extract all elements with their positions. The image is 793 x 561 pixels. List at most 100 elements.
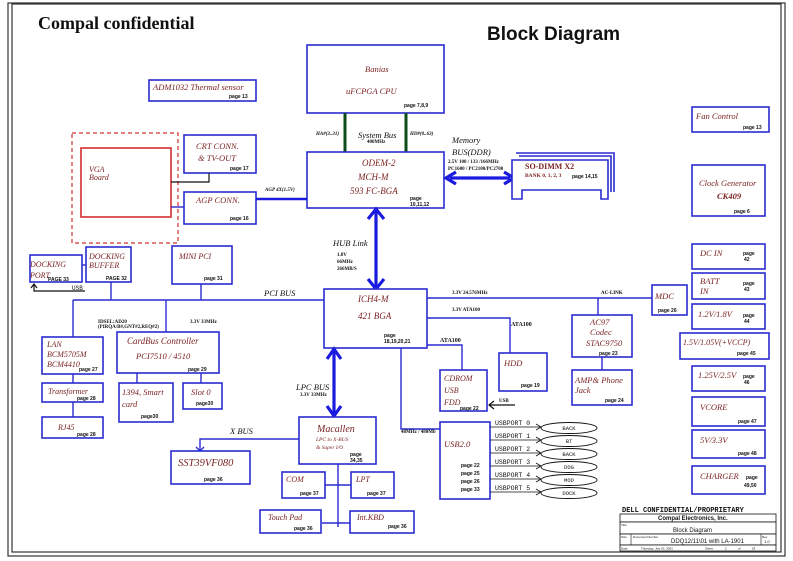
intkbd-label: Int.KBD — [356, 513, 384, 522]
idsel-label: IDSEL:AD20 — [98, 320, 127, 325]
usb-target-label: DOCK — [562, 490, 576, 497]
batt-page-label: page — [743, 281, 755, 287]
mini-pci-block[interactable]: MINI PCI page 31 — [171, 245, 233, 285]
flash-rom-block[interactable]: SST39VF080 page 36 — [170, 450, 251, 485]
v5-regulator-block[interactable]: 5V/3.3V page 48 — [691, 429, 766, 459]
fan-label: Fan Control — [695, 111, 739, 121]
vcore-label: VCORE — [700, 402, 728, 412]
v125-page-number: 46 — [744, 380, 750, 386]
rj45-block[interactable]: RJ45 page 28 — [41, 416, 104, 439]
usb-port-row[interactable]: USBPORT 5 DOCK — [490, 485, 598, 499]
lan-block[interactable]: LAN BCM5705M BCM4410 page 27 — [41, 336, 104, 375]
dc-in-block[interactable]: DC IN page 42 — [691, 243, 766, 270]
v12-regulator-block[interactable]: 1.2V/1.8V page 44 — [691, 303, 766, 330]
dockport-sublabel: PORT — [29, 271, 51, 280]
clock-model: CK409 — [717, 191, 742, 201]
x-bus-label: X BUS — [229, 426, 254, 436]
vccp-regulator-block[interactable]: 1.5V/1.05V(+VCCP) page 45 — [679, 332, 770, 360]
usb-target-oval — [540, 474, 598, 486]
sodimm-block[interactable]: SO-DIMM X2 BANK 0, 1, 2, 3 page 14,15 — [511, 152, 615, 200]
com-port-block[interactable]: COM page 37 — [281, 471, 326, 499]
charger-block[interactable]: CHARGER page 49,50 — [691, 465, 766, 495]
ieee1394-block[interactable]: 1394, Smart card page30 — [118, 382, 174, 423]
vga-sublabel: Board — [89, 173, 110, 182]
cardbus-block[interactable]: CardBus Controller PCI7510 / 4510 page 2… — [116, 331, 220, 374]
docking-buffer-block[interactable]: DOCKING BUFFER PAGE 32 — [85, 246, 132, 283]
sheet-label: Sheet — [705, 547, 713, 551]
macallen-desc-2: & Super I/O — [316, 445, 343, 451]
usb-port-row[interactable]: USBPORT 1BT — [490, 433, 598, 447]
minipci-page: page 31 — [204, 276, 223, 282]
vcore-regulator-block[interactable]: VCORE page 47 — [691, 396, 766, 427]
mch-name: ODEM-2 — [362, 158, 396, 168]
crt-sublabel: & TV-OUT — [198, 153, 237, 163]
ac-freq-label: 3.3V 24.576MHz — [452, 291, 488, 296]
cardbus-chip: PCI7510 / 4510 — [135, 351, 191, 361]
usb-dock-wire — [33, 284, 85, 292]
mch-page-label: page — [410, 196, 422, 202]
size-field-label: Size — [621, 535, 627, 539]
pci-bus-label: PCI BUS — [263, 288, 296, 298]
flash-rom-page: page 36 — [204, 477, 223, 483]
diagram-title: Block Diagram — [487, 24, 620, 45]
ac-link-label: AC-LINK — [601, 291, 623, 296]
usb-port-label: USBPORT 4 — [495, 472, 530, 479]
v12-label: 1.2V/1.8V — [698, 309, 734, 319]
vga-crt-wire — [171, 173, 210, 183]
ac97-codec-block[interactable]: AC97 Codec STAC9750 page 23 — [571, 314, 633, 358]
vga-board-block[interactable]: VGA Board — [80, 147, 172, 218]
amp-phone-block[interactable]: AMP& Phone Jack page 24 — [571, 369, 633, 406]
docking-port-block[interactable]: DOCKING PORT PAGE 33 — [29, 254, 83, 283]
cdrom-fdd-block[interactable]: CDROM USB FDD page 22 — [439, 369, 488, 412]
crt-connector-block[interactable]: CRT CONN. & TV-OUT page 17 — [183, 134, 257, 174]
usb-sublabel: USB — [444, 386, 459, 395]
touchpad-block[interactable]: Touch Pad page 36 — [259, 509, 322, 534]
thermal-sensor-block[interactable]: ADM1032 Thermal sensor page 13 — [148, 79, 257, 102]
pci-freq-label: 3.3V 33MHz — [190, 320, 218, 325]
memory-bus-label: Memory — [451, 135, 481, 145]
v125-label: 1.25V/2.5V — [698, 370, 738, 380]
fan-control-block[interactable]: Fan Control page 13 — [691, 106, 770, 133]
usb-port-label: USBPORT 3 — [495, 459, 530, 466]
ata-hdd-spec: 3.3V ATA100 — [452, 308, 481, 313]
title-field-label: Title — [621, 523, 627, 527]
usb2-block[interactable]: USB2.0 page 22 page 25 page 26 page 33 — [439, 421, 491, 500]
company-heading: Compal confidential — [38, 13, 195, 33]
vga-label: VGA — [89, 165, 105, 174]
lpc-freq-label: 3.3V 33MHz — [300, 393, 328, 398]
mch-block[interactable]: ODEM-2 MCH-M 593 FC-BGA page 10,11,12 — [306, 151, 445, 209]
batt-in-block[interactable]: BATT IN page 43 — [691, 272, 766, 300]
hdd-page: page 19 — [521, 383, 540, 389]
macallen-block[interactable]: Macallen LPC to X-BUS & Super I/O page 3… — [298, 416, 377, 465]
usb2-page-3: page 26 — [461, 479, 480, 485]
flash-rom-label: SST39VF080 — [178, 458, 234, 469]
vccp-label: 1.5V/1.05V(+VCCP) — [683, 338, 751, 347]
mch-package: 593 FC-BGA — [350, 186, 398, 196]
usb-port-label: USBPORT 5 — [495, 485, 530, 492]
hub-spec-bandwidth: 266MB/S — [337, 267, 357, 272]
hdd-block[interactable]: HDD page 19 — [498, 352, 548, 392]
agp-label: AGP CONN. — [195, 195, 240, 205]
v125-regulator-block[interactable]: 1.25V/2.5V page 46 — [691, 365, 766, 392]
cpu-block[interactable]: Banias uFCPGA CPU page 7,8,9 — [306, 44, 445, 114]
ac97-sublabel: Codec — [590, 327, 612, 337]
com-label: COM — [286, 475, 305, 484]
slot0-block[interactable]: Slot 0 page30 — [182, 382, 223, 410]
macallen-label: Macallen — [316, 424, 355, 435]
agp-connector-block[interactable]: AGP CONN. page 16 — [183, 191, 257, 225]
transformer-block[interactable]: Transformer page 28 — [41, 382, 104, 403]
touchpad-label: Touch Pad — [268, 513, 303, 522]
hub-link-label: HUB Link — [332, 238, 368, 248]
ich-block[interactable]: ICH4-M 421 BGA page 18,19,20,21 — [323, 288, 428, 349]
lpt-port-block[interactable]: LPT page 37 — [350, 471, 395, 499]
internal-keyboard-block[interactable]: Int.KBD page 36 — [349, 510, 415, 534]
dcin-page-number: 42 — [744, 257, 750, 263]
mdc-block[interactable]: MDC page 26 — [651, 284, 688, 316]
clock-generator-block[interactable]: Clock Generator CK409 page 6 — [691, 164, 766, 217]
agp-bus-label: AGP 4X(1.5V) — [264, 188, 295, 193]
macallen-page-label: page — [350, 452, 362, 458]
